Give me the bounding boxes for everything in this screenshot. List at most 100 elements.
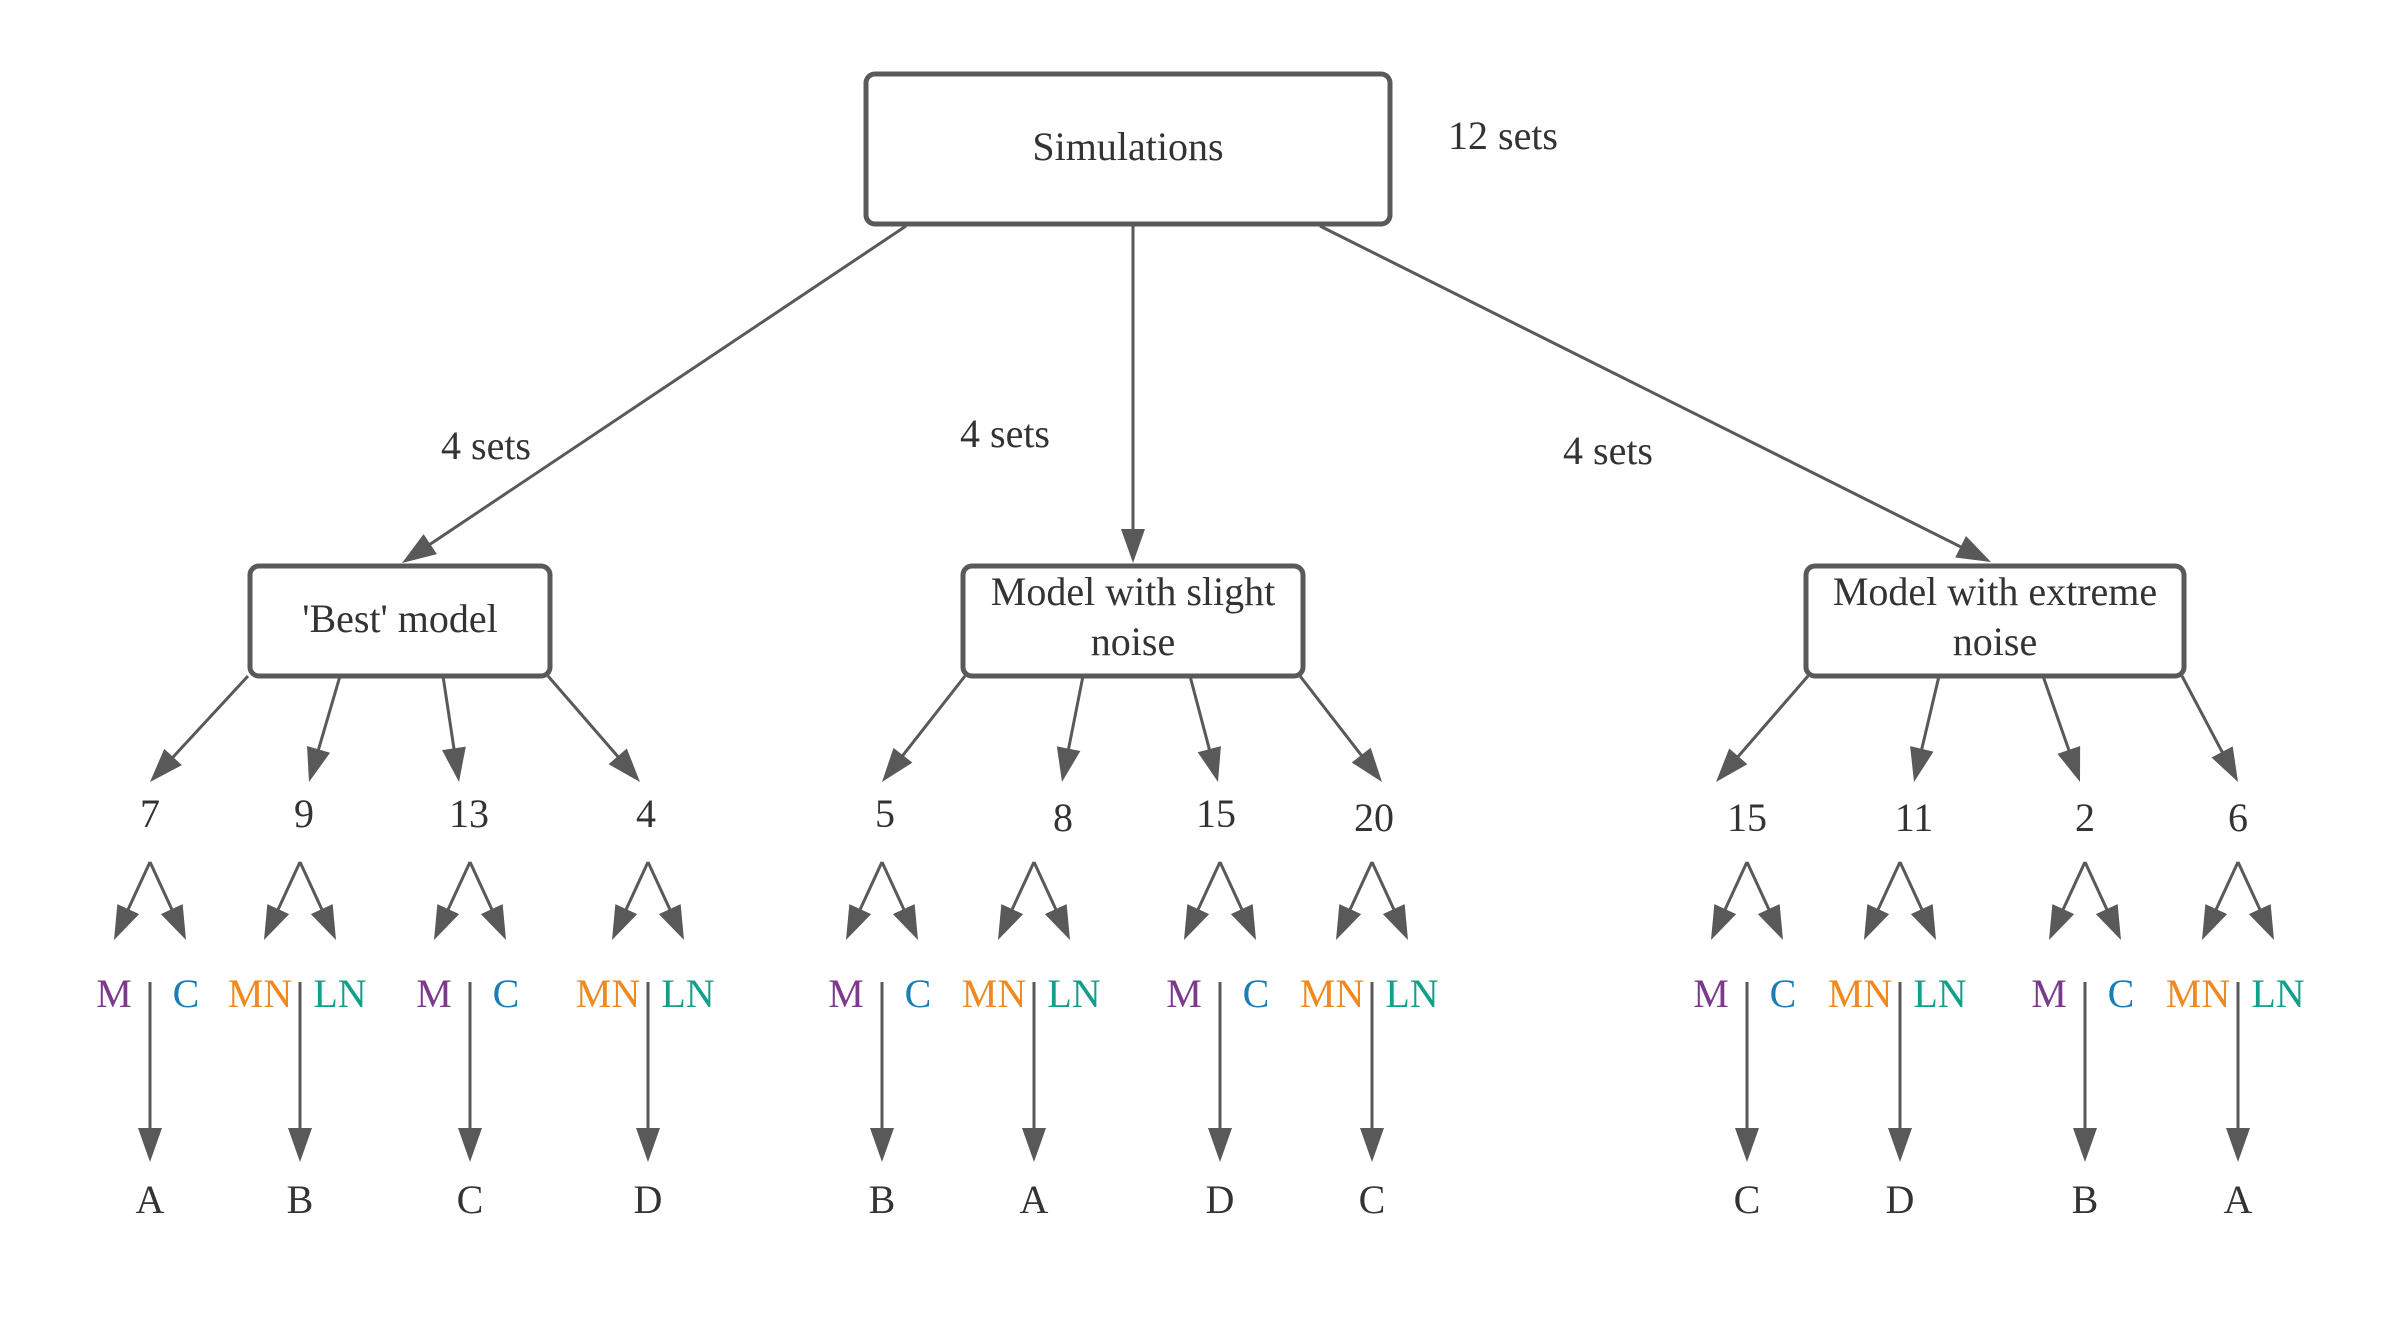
model-2-branch-1-result-arrow [870, 982, 894, 1162]
model-2-branch-4-count-arrow-arrowhead [1351, 747, 1382, 782]
model-1-branch-4-split-left-arrow-shaft [624, 861, 650, 912]
model-2-branch-2-count-arrow-shaft [1066, 675, 1085, 751]
model-2-branch-3-split-left-arrow-shaft [1196, 861, 1222, 912]
edge-root-to-model-3-shaft [1319, 224, 1964, 550]
model-1-branch-1-split-left-arrow-shaft [126, 861, 152, 912]
model-2-branch-4-result-arrow [1360, 982, 1384, 1162]
model-2-branch-2-split-left-arrow-shaft [1010, 861, 1036, 912]
model-2-branch-2-result-arrow [1022, 982, 1046, 1162]
model-2-branch-3-split-right-arrow [1218, 861, 1256, 940]
model-1-branch-3-count-arrow-arrowhead [442, 746, 466, 782]
model-2-branch-4-split-right-arrow-arrowhead [1382, 904, 1408, 940]
model-1-branch-2-split-right-arrow-arrowhead [310, 904, 336, 940]
model-2-branch-4-split-left-arrow [1336, 861, 1374, 940]
model-1-branch-4-count-arrow-arrowhead [608, 748, 640, 782]
model-1-branch-4-code-ln: LN [661, 971, 714, 1016]
model-2-branch-1-count-arrow [882, 675, 967, 782]
model-1-branch-2-split-left-arrow-shaft [276, 861, 302, 912]
model-2-branch-3-split-right-arrow-arrowhead [1230, 904, 1256, 940]
model-3-box [1803, 563, 2187, 679]
model-2-branch-1-split-right-arrow-arrowhead [892, 904, 918, 940]
model-1-branch-3-code-c: C [493, 971, 520, 1016]
model-1-branch-2-code-mn: MN [228, 971, 292, 1016]
model-1-branch-1-code-m: M [96, 971, 132, 1016]
model-3-branch-3-result-arrow-arrowhead [2073, 1128, 2097, 1162]
model-2-branch-2-count-arrow-arrowhead [1056, 746, 1081, 782]
model-2-branch-3-split-right-arrow-shaft [1218, 861, 1244, 912]
model-1-branch-4-split-right-arrow-arrowhead [658, 904, 684, 940]
model-1-branch-1-result-arrow [138, 982, 162, 1162]
model-2-branch-2-split-right-arrow-arrowhead [1044, 904, 1070, 940]
model-3-branch-2-code-mn: MN [1828, 971, 1892, 1016]
model-1-branch-4-split-right-arrow-shaft [646, 861, 672, 912]
model-1-branch-3-split-right-arrow-shaft [468, 861, 494, 912]
model-3-branch-2-count-arrow-shaft [1919, 675, 1941, 752]
model-1-branch-2-count-arrow-arrowhead [307, 745, 331, 782]
model-2-branch-3-split-left-arrow-arrowhead [1184, 904, 1210, 940]
model-3-branch-2-split-right-arrow-shaft [1898, 861, 1924, 912]
model-3-branch-4-split-left-arrow-arrowhead [2202, 904, 2228, 940]
model-3-branch-4-split-right-arrow-arrowhead [2248, 904, 2274, 940]
edge-root-to-model-1-shaft [427, 224, 907, 547]
model-2-branch-2-split-left-arrow [998, 861, 1036, 940]
model-3-branch-1-count-arrow-arrowhead [1716, 748, 1748, 782]
model-3-branch-1-split-left-arrow-arrowhead [1711, 904, 1737, 940]
model-1-branch-3-split-left-arrow-arrowhead [434, 904, 460, 940]
model-2-branch-2-result-arrow-arrowhead [1022, 1128, 1046, 1162]
model-2-branch-1-count-arrow-arrowhead [882, 747, 913, 782]
model-2-branch-3-result-arrow [1208, 982, 1232, 1162]
model-3-branch-3-split-left-arrow [2049, 861, 2087, 940]
model-2-branch-1-count: 5 [875, 791, 895, 836]
model-1-branch-3-result-arrow-arrowhead [458, 1128, 482, 1162]
model-3-branch-1-split-left-arrow [1711, 861, 1749, 940]
model-3-branch-2-count: 11 [1895, 795, 1934, 840]
model-1-branch-1-count: 7 [140, 791, 160, 836]
model-1-branch-3-count: 13 [449, 791, 489, 836]
model-2-label-line-2: noise [1091, 619, 1175, 664]
model-2-branch-1-split-right-arrow [880, 861, 918, 940]
model-2-branch-2-split-right-arrow [1032, 861, 1070, 940]
model-1-branch-3-result: C [457, 1177, 484, 1222]
model-1-branch-2-code-ln: LN [313, 971, 366, 1016]
model-1-branch-3-count-arrow [441, 675, 466, 782]
model-2-branch-2-result: A [1020, 1177, 1049, 1222]
model-1-branch-2-split-left-arrow-arrowhead [264, 904, 290, 940]
model-1-branch-2-count-arrow [307, 675, 342, 782]
model-3-branch-2-split-right-arrow-arrowhead [1910, 904, 1936, 940]
model-3-branch-2-count-arrow-arrowhead [1910, 746, 1934, 782]
model-3-branch-2-split-left-arrow-shaft [1876, 861, 1902, 912]
model-2-branch-2-code-mn: MN [962, 971, 1026, 1016]
model-1-branch-1-split-left-arrow [114, 861, 152, 940]
model-1-branch-3-split-right-arrow-arrowhead [480, 904, 506, 940]
model-3-branch-4-result-arrow [2226, 982, 2250, 1162]
model-2-branch-3-count-arrow-shaft [1188, 675, 1212, 752]
model-1-branch-3-split-left-arrow-shaft [446, 861, 472, 912]
model-3-branch-2-result-arrow-arrowhead [1888, 1128, 1912, 1162]
model-2-branch-3-count-arrow-arrowhead [1197, 746, 1221, 782]
model-2-branch-1-code-c: C [905, 971, 932, 1016]
model-3-branch-4-count-arrow-shaft [2180, 675, 2225, 755]
model-1-branch-2-count: 9 [294, 791, 314, 836]
edge-root-to-model-3 [1319, 224, 1991, 562]
model-3-branch-3-result-arrow [2073, 982, 2097, 1162]
model-1-branch-2-result-arrow [288, 982, 312, 1162]
model-1-branch-3-result-arrow [458, 982, 482, 1162]
model-3-branch-2-split-left-arrow-arrowhead [1864, 904, 1890, 940]
root-count-label: 12 sets [1448, 113, 1558, 158]
model-3-branch-3-count-arrow [2041, 675, 2081, 782]
model-3-branch-1-count-arrow [1716, 675, 1810, 782]
model-2-branch-1-split-left-arrow-arrowhead [846, 904, 872, 940]
model-3-branch-3-split-left-arrow-arrowhead [2049, 904, 2075, 940]
model-1-box [247, 563, 553, 679]
model-1-branch-1-result-arrow-arrowhead [138, 1128, 162, 1162]
model-1-branch-1-split-left-arrow-arrowhead [114, 904, 140, 940]
model-3-branch-3-count-arrow-shaft [2041, 675, 2071, 753]
model-3-branch-4-split-right-arrow-shaft [2236, 861, 2262, 912]
model-3-branch-2-result: D [1886, 1177, 1915, 1222]
model-3-branch-1-result: C [1734, 1177, 1761, 1222]
model-3-branch-2-split-right-arrow [1898, 861, 1936, 940]
model-3-branch-4-split-left-arrow-shaft [2214, 861, 2240, 912]
model-2-branch-3-count-arrow [1188, 675, 1221, 782]
edge-root-to-model-3-arrowhead [1955, 536, 1991, 562]
